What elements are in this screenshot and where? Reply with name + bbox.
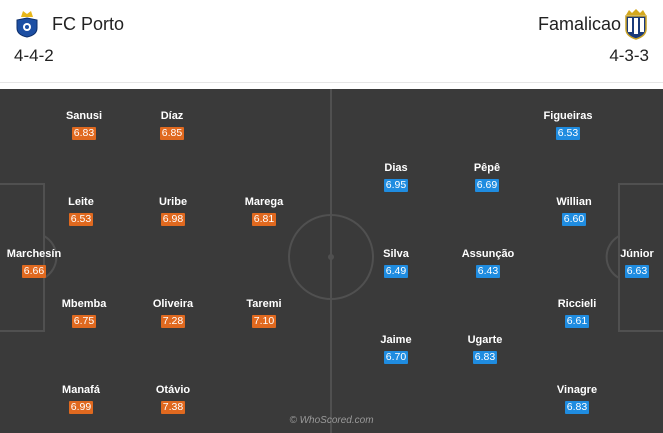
player-otavio[interactable]: Otávio 7.38 — [133, 384, 213, 415]
player-name: Marchesín — [6, 248, 62, 260]
player-leite[interactable]: Leite 6.53 — [41, 196, 121, 227]
player-silva[interactable]: Silva 6.49 — [356, 248, 436, 279]
player-assuncao[interactable]: Assunção 6.43 — [448, 248, 528, 279]
player-marchesin[interactable]: Marchesín 6.66 — [0, 248, 74, 279]
player-rating: 6.69 — [474, 179, 500, 192]
player-rating: 7.28 — [160, 315, 186, 328]
player-pepe[interactable]: Pêpê 6.69 — [447, 162, 527, 193]
player-diaz[interactable]: Díaz 6.85 — [132, 110, 212, 141]
player-name: Oliveira — [152, 298, 194, 310]
player-name: Willian — [556, 196, 592, 208]
pitch-lines — [0, 89, 663, 433]
player-rating: 6.75 — [71, 315, 97, 328]
player-rating: 6.53 — [68, 213, 94, 226]
player-name: Sanusi — [65, 110, 103, 122]
player-oliveira[interactable]: Oliveira 7.28 — [133, 298, 213, 329]
player-name: Figueiras — [543, 110, 593, 122]
player-name: Dias — [384, 162, 408, 174]
player-willian[interactable]: Willian 6.60 — [534, 196, 614, 227]
player-figueiras[interactable]: Figueiras 6.53 — [528, 110, 608, 141]
player-name: Díaz — [160, 110, 184, 122]
player-marega[interactable]: Marega 6.81 — [224, 196, 304, 227]
player-dias[interactable]: Dias 6.95 — [356, 162, 436, 193]
player-jaime[interactable]: Jaime 6.70 — [356, 334, 436, 365]
away-formation: 4-3-3 — [609, 46, 649, 65]
player-manafa[interactable]: Manafá 6.99 — [41, 384, 121, 415]
player-name: Riccieli — [557, 298, 597, 310]
player-rating: 6.70 — [383, 351, 409, 364]
player-rating: 6.81 — [251, 213, 277, 226]
player-rating: 6.99 — [68, 401, 94, 414]
player-riccieli[interactable]: Riccieli 6.61 — [537, 298, 617, 329]
player-rating: 6.66 — [21, 265, 47, 278]
player-ugarte[interactable]: Ugarte 6.83 — [445, 334, 525, 365]
home-formation: 4-4-2 — [14, 46, 54, 65]
player-rating: 6.95 — [383, 179, 409, 192]
header-divider — [0, 82, 663, 83]
player-name: Pêpê — [473, 162, 501, 174]
match-header: FC Porto 4-4-2 Famalicao 4-3-3 — [0, 0, 663, 82]
player-rating: 6.83 — [71, 127, 97, 140]
whoscored-watermark: © WhoScored.com — [289, 415, 374, 426]
player-name: Marega — [244, 196, 284, 208]
player-junior[interactable]: Júnior 6.63 — [597, 248, 663, 279]
player-rating: 6.98 — [160, 213, 186, 226]
player-name: Leite — [68, 196, 94, 208]
player-rating: 6.53 — [555, 127, 581, 140]
player-rating: 6.85 — [159, 127, 185, 140]
famalicao-crest-icon — [625, 9, 647, 40]
fc-porto-crest-icon — [16, 11, 38, 38]
player-name: Uribe — [158, 196, 188, 208]
player-taremi[interactable]: Taremi 7.10 — [224, 298, 304, 329]
player-rating: 6.61 — [564, 315, 590, 328]
home-team-name[interactable]: FC Porto — [52, 14, 125, 34]
player-name: Manafá — [62, 384, 100, 396]
away-team-name[interactable]: Famalicao — [537, 14, 621, 34]
pitch: Sanusi 6.83 Díaz 6.85 Leite 6.53 Uribe 6… — [0, 89, 663, 433]
player-uribe[interactable]: Uribe 6.98 — [133, 196, 213, 227]
player-name: Júnior — [620, 248, 654, 260]
player-name: Vinagre — [556, 384, 598, 396]
player-rating: 7.38 — [160, 401, 186, 414]
player-sanusi[interactable]: Sanusi 6.83 — [44, 110, 124, 141]
player-name: Assunção — [461, 248, 515, 260]
player-name: Jaime — [380, 334, 412, 346]
player-name: Otávio — [155, 384, 191, 396]
player-name: Mbemba — [61, 298, 107, 310]
player-name: Taremi — [246, 298, 282, 310]
player-rating: 6.60 — [561, 213, 587, 226]
player-name: Ugarte — [467, 334, 503, 346]
player-rating: 6.83 — [472, 351, 498, 364]
player-name: Silva — [383, 248, 409, 260]
player-rating: 7.10 — [251, 315, 277, 328]
player-rating: 6.63 — [624, 265, 650, 278]
player-rating: 6.43 — [475, 265, 501, 278]
player-rating: 6.83 — [564, 401, 590, 414]
player-mbemba[interactable]: Mbemba 6.75 — [44, 298, 124, 329]
player-rating: 6.49 — [383, 265, 409, 278]
player-vinagre[interactable]: Vinagre 6.83 — [537, 384, 617, 415]
